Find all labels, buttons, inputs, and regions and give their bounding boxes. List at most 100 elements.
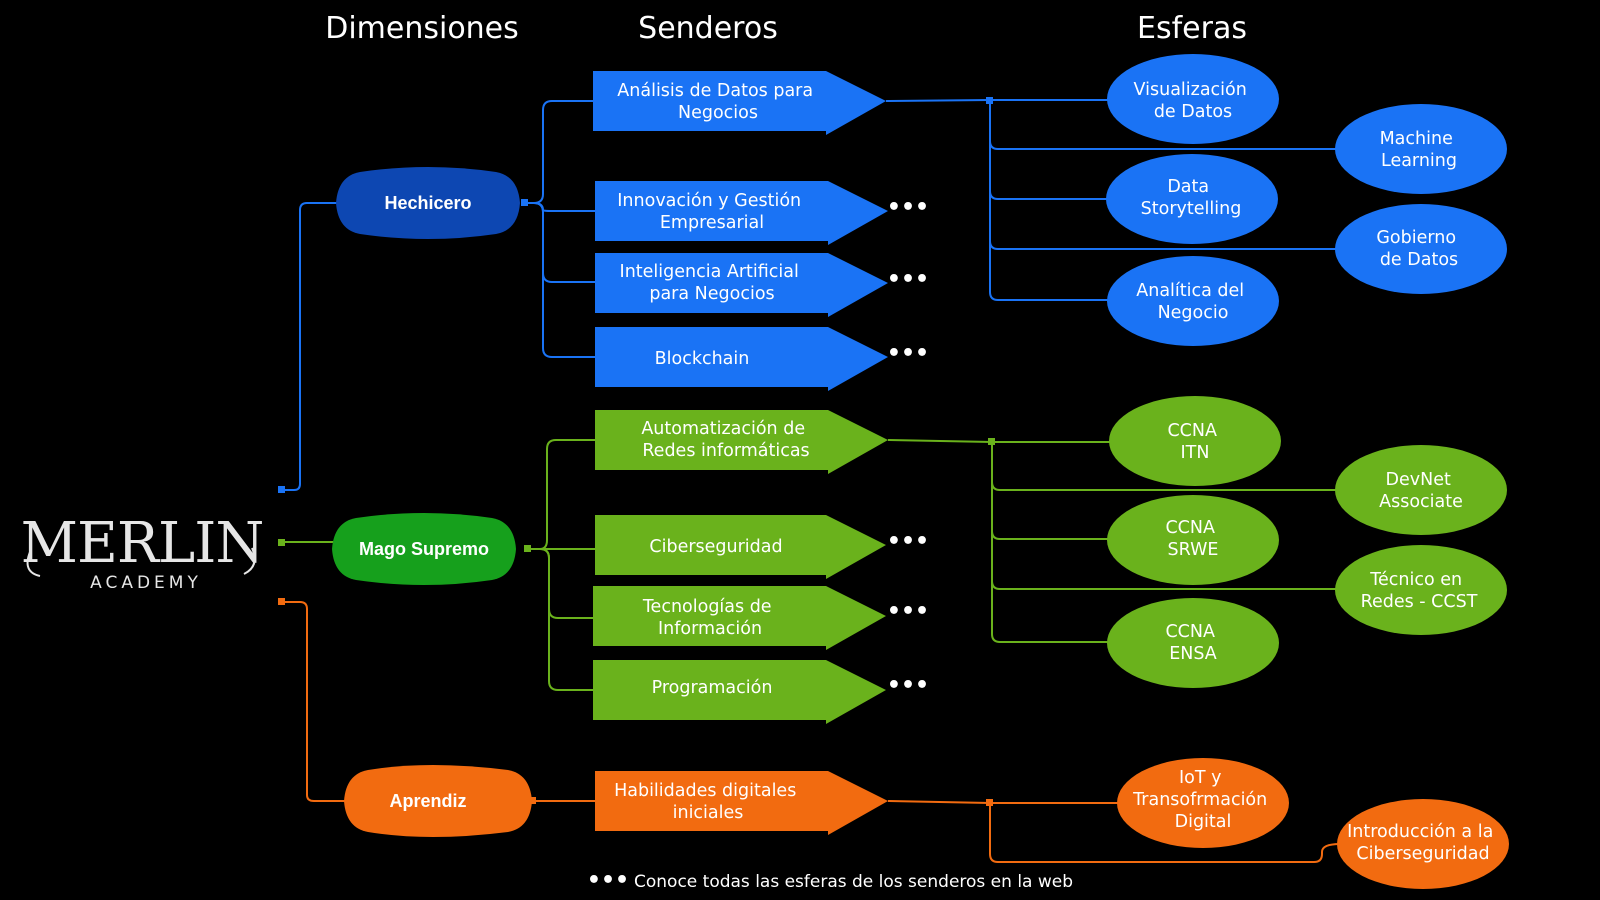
sphere-label-line: de Datos — [1380, 250, 1458, 270]
path-ciberseguridad[interactable]: Ciberseguridad — [595, 515, 886, 579]
connector — [885, 99, 1110, 102]
dimension-mago-supremo[interactable]: Mago Supremo — [332, 513, 516, 585]
header-esferas: Esferas — [1137, 11, 1247, 46]
sphere-label-line: Gobierno — [1376, 228, 1456, 248]
hechicero-sphere-connectors — [885, 97, 1338, 301]
sphere-label-line: Técnico en — [1369, 570, 1462, 590]
sphere-ccna-itn[interactable]: CCNA ITN — [1109, 396, 1281, 486]
sphere-label: CCNA SRWE — [1165, 518, 1220, 560]
sphere-label-line: DevNet — [1386, 470, 1451, 490]
dimension-label: Mago Supremo — [359, 539, 489, 559]
sphere-data-storytelling[interactable]: Data Storytelling — [1106, 154, 1278, 244]
path-analisis-datos[interactable]: Análisis de Datos para Negocios — [593, 71, 886, 135]
connector — [524, 202, 597, 358]
sphere-tecnico-redes-ccst[interactable]: Técnico en Redes - CCST — [1335, 545, 1507, 635]
connector — [887, 439, 1110, 443]
footer-marker: ••• — [587, 868, 629, 893]
sphere-label-line: Visualización — [1134, 80, 1247, 100]
sphere-shape — [1335, 204, 1507, 294]
hechicero-branch-connectors — [521, 100, 597, 358]
sphere-label-line: Learning — [1381, 151, 1457, 171]
dimension-shape — [344, 765, 532, 837]
sphere-label-line: ITN — [1181, 443, 1210, 463]
more-spheres-marker[interactable]: ••• — [887, 195, 929, 220]
path-label: Automatización de Redes informáticas — [641, 419, 810, 461]
path-label-line: Tecnologías de — [642, 597, 772, 617]
dimension-aprendiz[interactable]: Aprendiz — [344, 765, 532, 837]
sphere-label-line: Introducción a la — [1347, 822, 1493, 842]
sphere-label: Data Storytelling — [1141, 177, 1242, 219]
sphere-shape — [1335, 445, 1507, 535]
connector — [528, 439, 597, 550]
path-arrow — [595, 771, 888, 835]
sphere-ccna-ensa[interactable]: CCNA ENSA — [1107, 598, 1279, 688]
path-label-line: Habilidades digitales — [614, 781, 796, 801]
connector — [524, 202, 597, 212]
path-label-line: para Negocios — [649, 284, 774, 304]
path-arrow — [593, 71, 886, 135]
more-spheres-marker[interactable]: ••• — [887, 341, 929, 366]
sphere-devnet-associate[interactable]: DevNet Associate — [1335, 445, 1507, 535]
sphere-shape — [1107, 495, 1279, 585]
connector — [528, 548, 595, 691]
sphere-label: Analítica del Negocio — [1136, 281, 1249, 323]
sphere-label-line: CCNA — [1165, 622, 1215, 642]
sphere-label-line: Redes - CCST — [1361, 592, 1478, 612]
root-connectors — [278, 202, 345, 802]
header-dimensiones: Dimensiones — [325, 11, 519, 46]
sphere-analitica-negocio[interactable]: Analítica del Negocio — [1107, 256, 1279, 346]
path-blockchain[interactable]: Blockchain — [595, 327, 888, 391]
sphere-shape — [1107, 54, 1279, 144]
path-automatizacion-redes[interactable]: Automatización de Redes informáticas — [595, 410, 888, 474]
sphere-label: Gobierno de Datos — [1376, 228, 1461, 270]
connector-node — [278, 598, 285, 605]
sphere-introduccion-ciberseguridad[interactable]: Introducción a la Ciberseguridad — [1337, 799, 1509, 889]
footer-text[interactable]: Conoce todas las esferas de los senderos… — [634, 872, 1073, 892]
path-programacion[interactable]: Programación — [593, 660, 886, 724]
mago-sphere-connectors — [887, 438, 1338, 643]
path-label-line: Análisis de Datos para — [617, 81, 813, 101]
sphere-gobierno-datos[interactable]: Gobierno de Datos — [1335, 204, 1507, 294]
path-label-line: Empresarial — [660, 213, 764, 233]
more-spheres-marker[interactable]: ••• — [887, 673, 929, 698]
header-senderos: Senderos — [638, 11, 778, 46]
sphere-label: IoT y Transofrmación Digital — [1132, 768, 1273, 832]
sphere-shape — [1337, 799, 1509, 889]
sphere-label: Técnico en Redes - CCST — [1361, 570, 1478, 612]
sphere-label-line: ENSA — [1169, 644, 1217, 664]
more-spheres-marker[interactable]: ••• — [887, 599, 929, 624]
sphere-label: CCNA ENSA — [1165, 622, 1220, 664]
sphere-iot-transformacion[interactable]: IoT y Transofrmación Digital — [1117, 758, 1289, 848]
dimension-shape — [336, 167, 520, 239]
sphere-label: CCNA ITN — [1167, 421, 1222, 463]
more-spheres-marker[interactable]: ••• — [887, 529, 929, 554]
connector — [524, 100, 595, 204]
sphere-machine-learning[interactable]: Machine Learning — [1335, 104, 1507, 194]
sphere-label-line: CCNA — [1167, 421, 1217, 441]
connector — [989, 100, 1110, 301]
dimension-hechicero[interactable]: Hechicero — [336, 167, 520, 239]
path-habilidades-digitales[interactable]: Habilidades digitales iniciales — [595, 771, 888, 835]
connector-node — [988, 438, 995, 445]
sphere-visualizacion-datos[interactable]: Visualización de Datos — [1107, 54, 1279, 144]
path-tecnologias-informacion[interactable]: Tecnologías de Información — [593, 586, 886, 650]
footer-note: ••• Conoce todas las esferas de los send… — [587, 868, 1073, 893]
connector — [528, 548, 595, 619]
path-inteligencia-artificial[interactable]: Inteligencia Artificial para Negocios — [595, 253, 888, 317]
sphere-ccna-srwe[interactable]: CCNA SRWE — [1107, 495, 1279, 585]
sphere-label: Introducción a la Ciberseguridad — [1347, 822, 1499, 864]
more-spheres-marker[interactable]: ••• — [887, 267, 929, 292]
connector — [887, 800, 1120, 804]
sphere-label: Visualización de Datos — [1134, 80, 1253, 122]
path-arrow — [595, 181, 888, 245]
sphere-label: Machine Learning — [1380, 129, 1459, 171]
connector — [524, 202, 597, 283]
path-label-line: Automatización de — [641, 419, 805, 439]
sphere-shape — [1107, 256, 1279, 346]
path-arrow — [595, 410, 888, 474]
path-innovacion-gestion[interactable]: Innovación y Gestión Empresarial — [595, 181, 888, 245]
sphere-label-line: Negocio — [1158, 303, 1229, 323]
sphere-label-line: Machine — [1380, 129, 1453, 149]
dimension-label: Aprendiz — [389, 791, 466, 811]
path-label: Inteligencia Artificial para Negocios — [620, 262, 805, 304]
